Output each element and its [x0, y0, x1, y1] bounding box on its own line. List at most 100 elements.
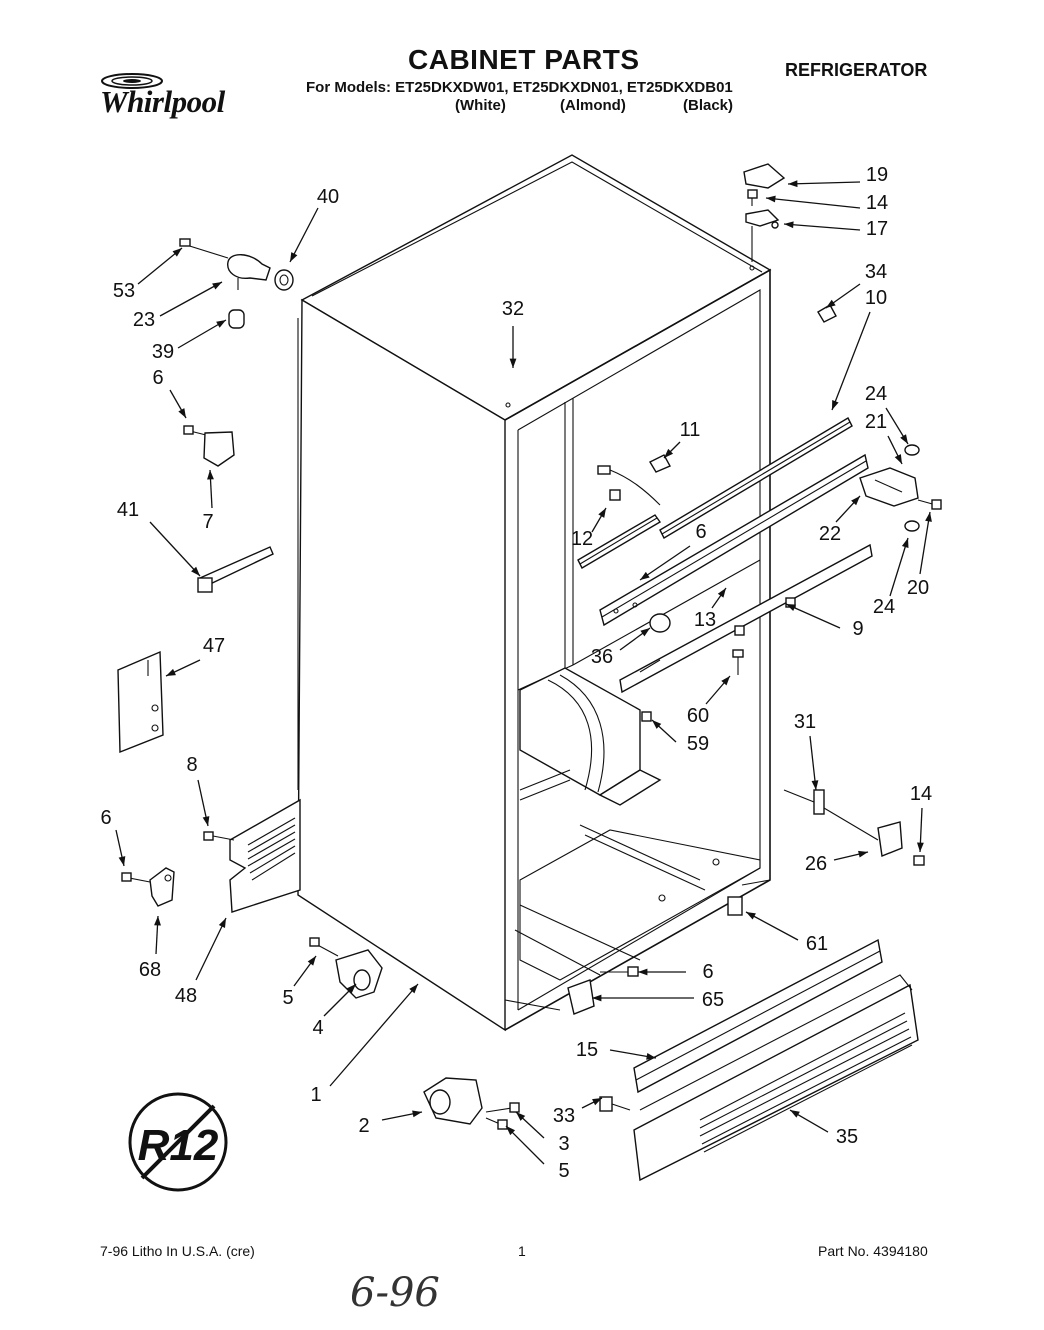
part-31-bracket — [783, 789, 825, 815]
leader-arrowhead — [746, 912, 756, 920]
label-14-b: 14 — [910, 783, 932, 805]
part-41-cable-tie — [197, 546, 274, 593]
label-13: 13 — [694, 609, 716, 631]
leader-arrowhead — [811, 780, 819, 790]
leader-arrowhead — [346, 984, 356, 994]
label-24-a: 24 — [865, 383, 887, 405]
label-22: 22 — [819, 523, 841, 545]
leader-line — [919, 511, 931, 575]
label-20: 20 — [907, 577, 929, 599]
leader-arrowhead — [901, 538, 909, 548]
leader-arrowhead — [858, 850, 868, 858]
label-6-c: 6 — [702, 961, 713, 983]
leader-line — [831, 311, 871, 411]
label-6-d: 6 — [695, 521, 706, 543]
leader-arrowhead — [638, 968, 648, 976]
part-26-bracket — [823, 807, 925, 866]
label-10: 10 — [865, 287, 887, 309]
part-9-crossrail — [619, 543, 873, 694]
part-60-59-screws — [641, 649, 744, 722]
label-48: 48 — [175, 985, 197, 1007]
footer-print-info: 7-96 Litho In U.S.A. (cre) — [100, 1243, 255, 1259]
label-59: 59 — [687, 733, 709, 755]
leader-line — [787, 181, 861, 185]
leader-arrowhead — [207, 470, 214, 480]
evaporator-cover — [519, 667, 662, 806]
label-6-b: 6 — [100, 807, 111, 829]
leader-arrowhead — [598, 508, 606, 518]
label-1: 1 — [310, 1084, 321, 1106]
leader-line — [195, 917, 227, 981]
brand-logo: Whirlpool — [100, 84, 225, 119]
brand-swirl-icon — [101, 73, 163, 89]
label-4: 4 — [312, 1017, 323, 1039]
label-47: 47 — [203, 635, 225, 657]
label-14-a: 14 — [866, 192, 888, 214]
label-11: 11 — [680, 419, 701, 441]
label-9: 9 — [852, 618, 863, 640]
leader-arrowhead — [925, 512, 932, 522]
label-8: 8 — [186, 754, 197, 776]
leader-line — [137, 247, 183, 285]
leader-arrowhead — [118, 856, 126, 866]
label-17: 17 — [866, 218, 888, 240]
leader-arrowhead — [894, 454, 902, 464]
label-32: 32 — [502, 298, 524, 320]
cabinet-floor — [504, 824, 761, 1011]
leader-line — [159, 281, 223, 317]
leader-arrowhead — [640, 571, 650, 580]
leader-arrowhead — [832, 400, 839, 410]
front-roller-4 — [309, 937, 383, 999]
leader-arrowhead — [216, 320, 226, 328]
wire-harness — [597, 465, 661, 506]
part-15-rail — [633, 938, 883, 1094]
leader-line — [785, 603, 841, 629]
label-68: 68 — [139, 959, 161, 981]
label-23: 23 — [133, 309, 155, 331]
leader-arrowhead — [640, 628, 650, 637]
leader-arrowhead — [506, 1126, 516, 1136]
leader-arrowhead — [721, 676, 730, 686]
page-title: CABINET PARTS — [408, 44, 640, 75]
color-white: (White) — [455, 97, 506, 114]
color-black: (Black) — [683, 97, 734, 114]
leader-arrowhead — [191, 566, 200, 576]
leader-arrowhead — [592, 994, 602, 1002]
label-19: 19 — [866, 164, 888, 186]
top-hinge-assembly — [743, 163, 786, 262]
part-21-22-hinge — [859, 467, 942, 510]
leader-arrowhead — [307, 956, 316, 966]
r12-seal: R12 — [128, 1092, 228, 1192]
leader-arrowhead — [786, 604, 796, 611]
leader-arrowhead — [652, 720, 662, 729]
label-5-a: 5 — [282, 987, 293, 1009]
leader-arrowhead — [516, 1112, 526, 1121]
part-68-bracket — [121, 867, 175, 907]
seal-text: R12 — [138, 1121, 219, 1170]
leader-arrowhead — [212, 282, 222, 290]
label-34: 34 — [865, 261, 887, 283]
part-12-track — [577, 514, 662, 569]
leader-arrowhead — [826, 299, 836, 308]
leader-arrowhead — [766, 195, 776, 203]
label-60: 60 — [687, 705, 709, 727]
category-label: REFRIGERATOR — [785, 60, 928, 80]
leader-line — [783, 223, 861, 231]
leader-arrowhead — [790, 1110, 800, 1118]
leader-arrowhead — [154, 916, 161, 926]
label-7: 7 — [202, 511, 213, 533]
cabinet-parts-diagram: R12 40 53 23 39 6 7 41 47 8 6 68 48 5 4 … — [100, 154, 942, 1192]
leader-arrowhead — [290, 252, 298, 262]
leader-arrowhead — [509, 358, 517, 368]
water-valve-parts — [179, 238, 294, 329]
leader-arrowhead — [717, 588, 726, 598]
part-labels: 40 53 23 39 6 7 41 47 8 6 68 48 5 4 1 2 … — [100, 164, 932, 1182]
label-2: 2 — [358, 1115, 369, 1137]
leader-arrowhead — [172, 248, 182, 257]
part-10-track — [659, 417, 853, 539]
models-line: For Models: ET25DKXDW01, ET25DKXDN01, ET… — [306, 79, 733, 96]
part-36-knob — [649, 613, 671, 633]
label-41: 41 — [117, 499, 139, 521]
cabinet-shell — [297, 154, 772, 1032]
label-35: 35 — [836, 1126, 858, 1148]
